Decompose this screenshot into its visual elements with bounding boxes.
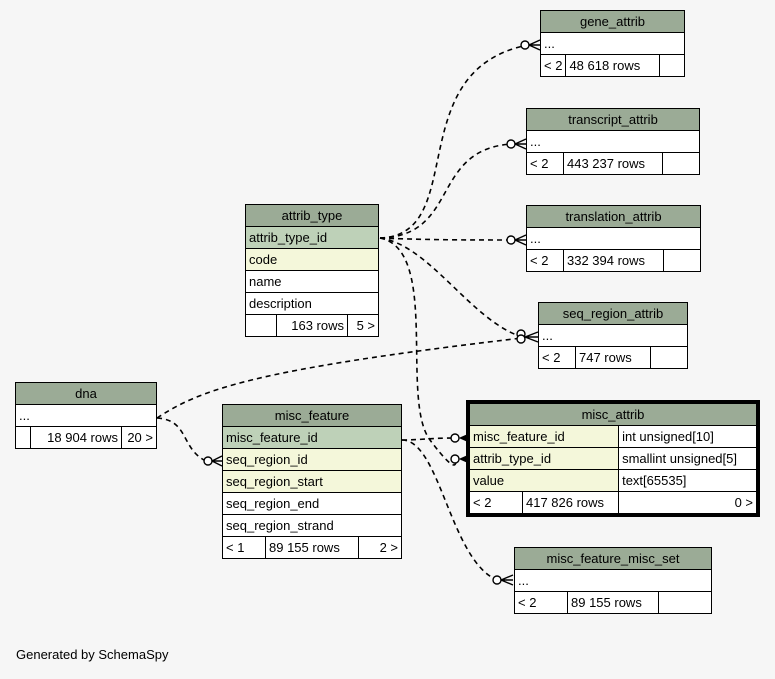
- table-dna[interactable]: dna ... 18 904 rows 20 >: [15, 382, 157, 449]
- column-type: text[65535]: [618, 469, 759, 492]
- column-value: value: [467, 469, 620, 492]
- row-count: 747 rows: [575, 346, 651, 369]
- table-gene-attrib[interactable]: gene_attrib ... < 2 48 618 rows: [539, 10, 685, 77]
- column-seq-region-id: seq_region_id: [222, 448, 402, 471]
- parents-count: < 1: [222, 536, 266, 559]
- edge-dna-seq-region-attrib: [156, 337, 523, 419]
- column-description: description: [245, 292, 379, 315]
- parents-count: < 2: [526, 152, 564, 175]
- edge-end-circle: [450, 454, 460, 464]
- ellipsis-row: ...: [514, 569, 712, 592]
- children-count: [663, 249, 701, 272]
- children-count: 20 >: [121, 426, 157, 449]
- children-count: 2 >: [358, 536, 402, 559]
- edge-attrib-type-seq-region-attrib: [379, 237, 523, 338]
- parents-count: [15, 426, 31, 449]
- crowfoot: [528, 39, 541, 51]
- table-misc-attrib[interactable]: misc_attrib misc_feature_id int unsigned…: [466, 400, 760, 517]
- column-seq-region-end: seq_region_end: [222, 492, 402, 515]
- row-count: 332 394 rows: [563, 249, 664, 272]
- table-transcript-attrib[interactable]: transcript_attrib ... < 2 443 237 rows: [526, 108, 700, 175]
- row-count: 417 826 rows: [521, 491, 620, 516]
- edge-dna-misc-feature: [156, 417, 209, 463]
- ellipsis-row: ...: [538, 324, 688, 347]
- edge-attrib-type-misc-attrib: [379, 237, 457, 466]
- column-seq-region-strand: seq_region_strand: [222, 514, 402, 537]
- column-misc-feature-id: misc_feature_id: [222, 426, 402, 449]
- table-translation-attrib[interactable]: translation_attrib ... < 2 332 394 rows: [526, 205, 701, 272]
- generated-by-footer: Generated by SchemaSpy: [16, 647, 169, 662]
- children-count: 5 >: [347, 314, 379, 337]
- column-attrib-type-id: attrib_type_id: [467, 447, 620, 470]
- column-type: smallint unsigned[5]: [618, 447, 759, 470]
- edge-end-circle: [203, 456, 213, 466]
- edge-end-circle: [506, 235, 516, 245]
- parents-count: < 2: [539, 54, 567, 77]
- column-misc-feature-id: misc_feature_id: [467, 425, 620, 448]
- table-title: seq_region_attrib: [538, 302, 688, 325]
- column-attrib-type-id: attrib_type_id: [245, 226, 379, 249]
- column-code: code: [245, 248, 379, 271]
- table-seq-region-attrib[interactable]: seq_region_attrib ... < 2 747 rows: [538, 302, 688, 369]
- column-name: name: [245, 270, 379, 293]
- children-count: [658, 591, 712, 614]
- parents-count: < 2: [538, 346, 576, 369]
- crowfoot: [500, 574, 514, 586]
- parents-count: < 2: [514, 591, 568, 614]
- column-seq-region-start: seq_region_start: [222, 470, 402, 493]
- edge-attrib-type-gene-attrib: [379, 44, 529, 239]
- row-count: 89 155 rows: [265, 536, 359, 559]
- crowfoot: [514, 138, 527, 150]
- edge-misc-feature-misc-set: [401, 439, 498, 581]
- parents-count: < 2: [467, 491, 523, 516]
- column-type: int unsigned[10]: [618, 425, 759, 448]
- row-count: 443 237 rows: [563, 152, 663, 175]
- edge-end-circle: [506, 139, 516, 149]
- table-title: misc_attrib: [467, 401, 759, 426]
- edge-end-circle: [520, 40, 530, 50]
- ellipsis-row: ...: [540, 32, 685, 55]
- ellipsis-row: ...: [526, 130, 700, 153]
- crowfoot: [524, 331, 539, 343]
- table-title: translation_attrib: [526, 205, 701, 228]
- crowfoot: [211, 455, 223, 467]
- children-count: 0 >: [618, 491, 759, 516]
- edge-attrib-type-translation-attrib: [379, 237, 512, 241]
- table-title: dna: [15, 382, 157, 405]
- edge-attrib-type-transcript-attrib: [379, 143, 512, 239]
- table-title: gene_attrib: [540, 10, 685, 33]
- table-title: transcript_attrib: [526, 108, 700, 131]
- edge-end-circle: [516, 334, 526, 344]
- children-count: [659, 54, 685, 77]
- table-misc-feature[interactable]: misc_feature misc_feature_id seq_region_…: [222, 404, 402, 559]
- table-title: misc_feature: [222, 404, 402, 427]
- table-title: attrib_type: [245, 204, 379, 227]
- table-title: misc_feature_misc_set: [514, 547, 712, 570]
- parents-count: [245, 314, 277, 337]
- parents-count: < 2: [526, 249, 564, 272]
- edge-end-circle: [450, 433, 460, 443]
- children-count: [662, 152, 700, 175]
- row-count: 89 155 rows: [567, 591, 659, 614]
- row-count: 48 618 rows: [565, 54, 660, 77]
- row-count: 163 rows: [276, 314, 348, 337]
- row-count: 18 904 rows: [30, 426, 122, 449]
- edge-end-circle: [492, 575, 502, 585]
- table-misc-feature-misc-set[interactable]: misc_feature_misc_set ... < 2 89 155 row…: [514, 547, 712, 614]
- children-count: [650, 346, 688, 369]
- ellipsis-row: ...: [15, 404, 157, 427]
- crowfoot: [514, 234, 527, 246]
- ellipsis-row: ...: [526, 227, 701, 250]
- table-attrib-type[interactable]: attrib_type attrib_type_id code name des…: [245, 204, 379, 337]
